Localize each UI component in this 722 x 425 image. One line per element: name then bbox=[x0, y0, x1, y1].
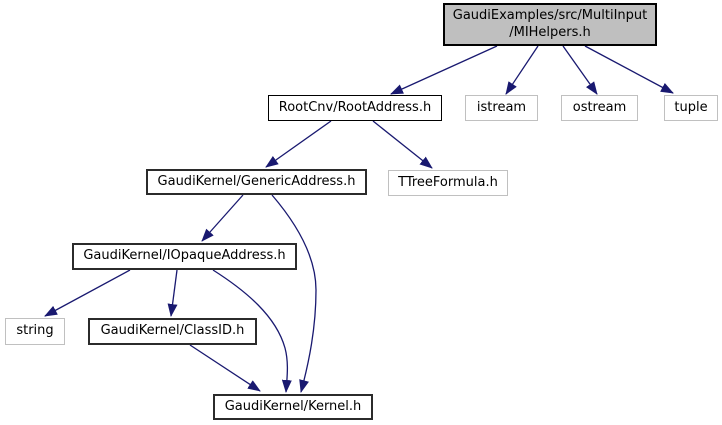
node-label: TTreeFormula.h bbox=[398, 174, 498, 190]
edge-mihelpers-istream bbox=[505, 45, 539, 95]
node-label: GaudiKernel/GenericAddress.h bbox=[157, 173, 356, 189]
node-iopaqueaddress[interactable]: GaudiKernel/IOpaqueAddress.h bbox=[72, 243, 297, 270]
edge-iopaqueaddress-string bbox=[44, 269, 131, 317]
node-mihelpers: GaudiExamples/src/MultiInput /MIHelpers.… bbox=[443, 3, 657, 46]
node-tuple: tuple bbox=[664, 95, 718, 121]
node-ttreeformula: TTreeFormula.h bbox=[388, 170, 508, 196]
edge-rootaddress-genericaddress bbox=[265, 120, 332, 168]
node-label: GaudiKernel/ClassID.h bbox=[100, 323, 245, 339]
node-label: RootCnv/RootAddress.h bbox=[278, 99, 432, 115]
node-classid[interactable]: GaudiKernel/ClassID.h bbox=[88, 318, 257, 345]
edge-genericaddress-iopaqueaddress bbox=[201, 194, 244, 242]
edge-mihelpers-ostream bbox=[562, 45, 598, 95]
edge-mihelpers-tuple bbox=[584, 45, 674, 94]
node-string: string bbox=[5, 318, 65, 345]
node-rootaddress[interactable]: RootCnv/RootAddress.h bbox=[268, 95, 442, 121]
node-ostream: ostream bbox=[561, 95, 638, 121]
node-genericaddress[interactable]: GaudiKernel/GenericAddress.h bbox=[146, 169, 367, 195]
node-label: GaudiExamples/src/MultiInput /MIHelpers.… bbox=[452, 7, 648, 40]
node-label: tuple bbox=[674, 99, 708, 115]
node-label: string bbox=[16, 323, 54, 339]
node-label: GaudiKernel/IOpaqueAddress.h bbox=[83, 248, 286, 264]
edge-genericaddress-kernel bbox=[271, 194, 317, 393]
edge-iopaqueaddress-classid bbox=[167, 269, 178, 317]
edge-classid-kernel bbox=[189, 344, 261, 392]
edge-iopaqueaddress-kernel bbox=[212, 269, 292, 393]
edge-rootaddress-ttreeformula bbox=[372, 120, 433, 169]
node-label: istream bbox=[476, 99, 527, 115]
node-label: GaudiKernel/Kernel.h bbox=[224, 398, 362, 414]
node-istream: istream bbox=[465, 95, 538, 121]
node-kernel[interactable]: GaudiKernel/Kernel.h bbox=[213, 394, 373, 420]
node-label: ostream bbox=[572, 99, 627, 115]
edge-mihelpers-rootaddress bbox=[390, 45, 498, 95]
